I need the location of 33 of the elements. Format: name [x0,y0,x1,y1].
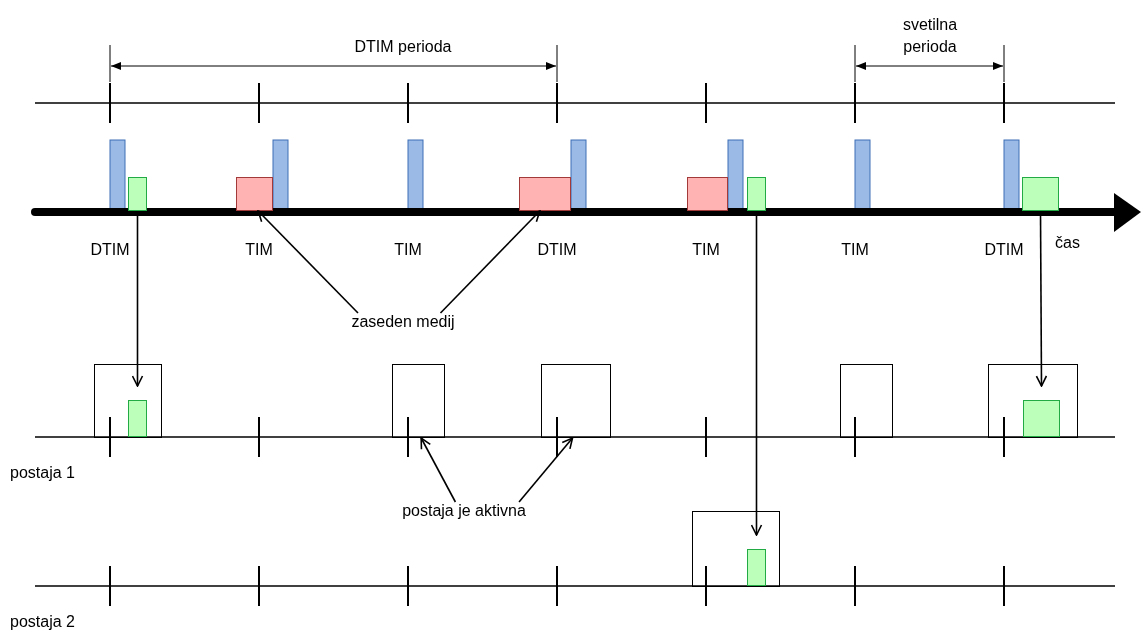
annotation-text: postaja je aktivna [378,502,550,524]
data-frame-block [747,549,766,586]
data-frame-block [1023,400,1060,437]
axis-label: TIM [840,240,870,260]
annotation-text: zaseden medij [328,313,478,335]
active-window-box [392,364,445,438]
dimension-label: svetilna perioda [901,15,959,57]
data-frame-block [128,177,147,211]
active-window-box [692,511,780,587]
axis-label: postaja 2 [10,612,76,632]
axis-label: TIM [244,240,274,260]
active-window-box [94,364,162,438]
data-frame-block [1022,177,1059,211]
axis-label: DTIM [89,240,131,260]
axis-label: DTIM [983,240,1025,260]
axis-label: čas [1055,233,1081,253]
active-window-box [840,364,893,438]
axis-label: TIM [691,240,721,260]
leader-arrow [439,210,541,314]
leader-arrow [257,210,359,314]
leader-arrow [518,437,574,503]
active-window-box [988,364,1078,438]
busy-medium-block [519,177,571,211]
busy-medium-block [687,177,728,211]
data-frame-block [128,400,147,437]
active-window-box [541,364,611,438]
dimension-label: DTIM perioda [353,37,453,57]
busy-medium-block [236,177,273,211]
axis-label: DTIM [536,240,578,260]
axis-label: TIM [393,240,423,260]
data-frame-block [747,177,766,211]
axis-label: postaja 1 [10,463,76,483]
leader-arrow [420,437,457,503]
